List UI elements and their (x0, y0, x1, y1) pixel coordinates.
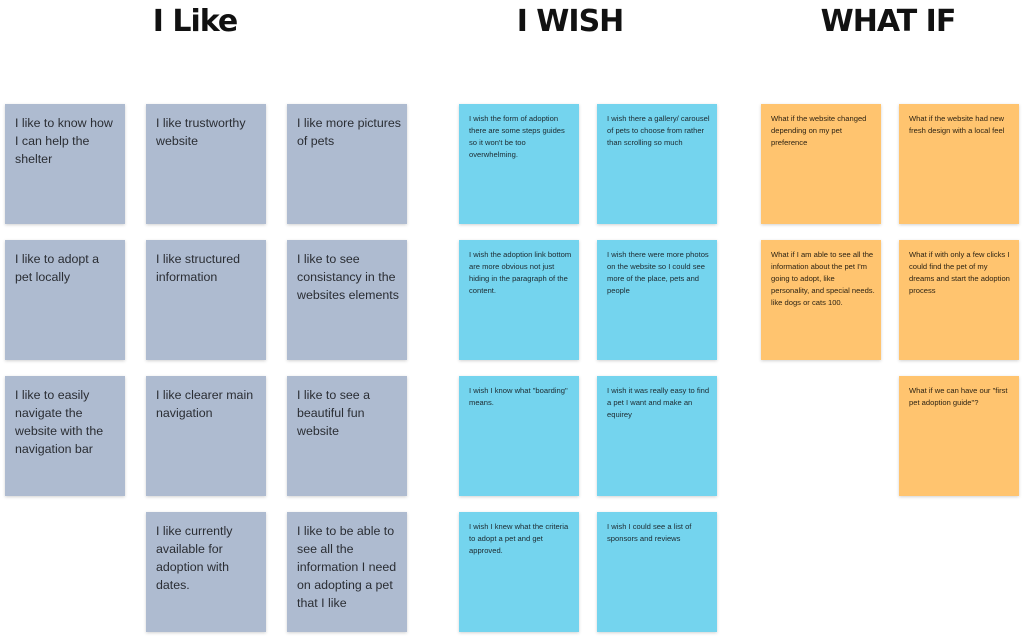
whatif-sticky-note[interactable]: What if with only a few clicks I could f… (899, 240, 1019, 360)
note-text: I like trustworthy website (156, 116, 246, 148)
like-sticky-note[interactable]: I like to know how I can help the shelte… (5, 104, 125, 224)
wish-sticky-note[interactable]: I wish the adoption link bottom are more… (459, 240, 579, 360)
note-text: I like to know how I can help the shelte… (15, 116, 113, 166)
like-sticky-note[interactable]: I like to adopt a pet locally (5, 240, 125, 360)
note-text: I wish I could see a list of sponsors an… (607, 522, 692, 543)
wish-sticky-note[interactable]: I wish I could see a list of sponsors an… (597, 512, 717, 632)
note-text: I wish I knew what the criteria to adopt… (469, 522, 569, 555)
note-text: What if the website had new fresh design… (909, 114, 1005, 135)
wish-sticky-note[interactable]: I wish it was really easy to find a pet … (597, 376, 717, 496)
note-text: I wish there were more photos on the web… (607, 250, 709, 295)
note-text: I wish it was really easy to find a pet … (607, 386, 710, 419)
like-sticky-note[interactable]: I like to see a beautiful fun website (287, 376, 407, 496)
like-sticky-note[interactable]: I like to see consistancy in the website… (287, 240, 407, 360)
whatif-sticky-note[interactable]: What if we can have our "first pet adopt… (899, 376, 1019, 496)
note-text: I wish there a gallery/ carousel of pets… (607, 114, 710, 147)
whatif-sticky-note[interactable]: What if the website changed depending on… (761, 104, 881, 224)
note-text: I like currently available for adoption … (156, 524, 233, 592)
note-text: What if with only a few clicks I could f… (909, 250, 1010, 295)
whatif-sticky-note[interactable]: What if I am able to see all the informa… (761, 240, 881, 360)
note-text: I like structured information (156, 252, 241, 284)
like-sticky-note[interactable]: I like to be able to see all the informa… (287, 512, 407, 632)
note-text: What if we can have our "first pet adopt… (909, 386, 1008, 407)
note-text: I like to adopt a pet locally (15, 252, 100, 284)
note-text: I wish the adoption link bottom are more… (469, 250, 572, 295)
like-sticky-note[interactable]: I like trustworthy website (146, 104, 266, 224)
wish-sticky-note[interactable]: I wish there were more photos on the web… (597, 240, 717, 360)
wish-sticky-note[interactable]: I wish the form of adoption there are so… (459, 104, 579, 224)
wish-sticky-note[interactable]: I wish I knew what the criteria to adopt… (459, 512, 579, 632)
note-text: What if the website changed depending on… (771, 114, 867, 147)
note-text: I like to easily navigate the website wi… (15, 388, 104, 456)
like-sticky-note[interactable]: I like currently available for adoption … (146, 512, 266, 632)
like-sticky-note[interactable]: I like to easily navigate the website wi… (5, 376, 125, 496)
note-text: I like to see consistancy in the website… (297, 252, 399, 302)
whatif-sticky-note[interactable]: What if the website had new fresh design… (899, 104, 1019, 224)
note-text: I like to be able to see all the informa… (297, 524, 397, 610)
note-text: I like clearer main navigation (156, 388, 254, 420)
i-like-heading: I Like (152, 4, 239, 39)
wish-sticky-note[interactable]: I wish I know what "boarding" means. (459, 376, 579, 496)
wish-sticky-note[interactable]: I wish there a gallery/ carousel of pets… (597, 104, 717, 224)
what-if-heading: WHAT IF (820, 4, 957, 39)
like-sticky-note[interactable]: I like structured information (146, 240, 266, 360)
note-text: What if I am able to see all the informa… (771, 250, 875, 307)
i-wish-heading: I WISH (516, 4, 625, 39)
note-text: I like to see a beautiful fun website (297, 388, 371, 438)
like-sticky-note[interactable]: I like clearer main navigation (146, 376, 266, 496)
note-text: I like more pictures of pets (297, 116, 401, 148)
note-text: I wish the form of adoption there are so… (469, 114, 565, 159)
like-sticky-note[interactable]: I like more pictures of pets (287, 104, 407, 224)
note-text: I wish I know what "boarding" means. (469, 386, 568, 407)
